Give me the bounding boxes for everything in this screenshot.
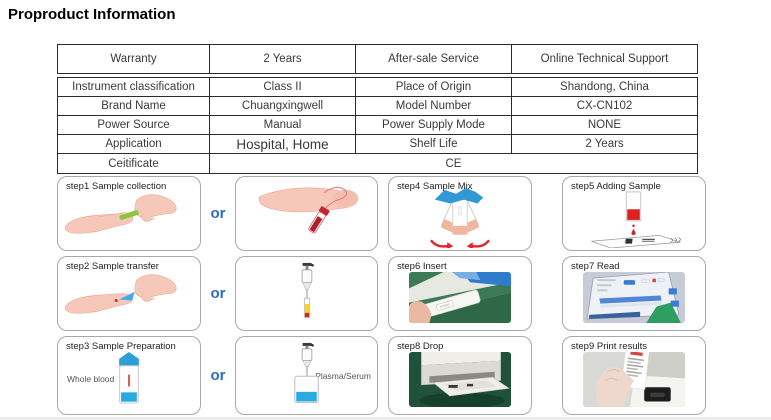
step1-card: step1 Sample collection [57, 176, 201, 251]
arm-blood-tube-icon [258, 186, 359, 234]
table-row: Ceitificate CE [58, 154, 697, 173]
plasma-serum-label: Plasma/Serum [315, 370, 371, 381]
spec-label: Power Source [58, 116, 210, 134]
or-label: or [210, 367, 226, 384]
steps-row-1: step1 Sample collection or [57, 176, 709, 251]
whole-blood-tube-icon [119, 351, 139, 404]
spec-value: Hospital, Home [210, 135, 356, 153]
table-row: Power Source Manual Power Supply Mode NO… [58, 116, 697, 135]
hands-lancet-icon [64, 194, 177, 234]
step9-card: step9 Print results [562, 336, 706, 415]
step2-card: step2 Sample transfer [57, 256, 201, 331]
spec-label: Place of Origin [356, 78, 512, 96]
or-label: or [210, 285, 226, 302]
step9-label: step9 Print results [571, 341, 648, 352]
step6-label: step6 Insert [397, 261, 447, 272]
step3-label: step3 Sample Preparation [66, 341, 176, 352]
spec-value: 2 Years [210, 45, 356, 73]
spec-label: Ceitificate [58, 154, 210, 173]
step5-card: step5 Adding Sample [562, 176, 706, 251]
step5-label: step5 Adding Sample [571, 181, 661, 192]
drop-sample-icon [591, 191, 681, 248]
table-row: Warranty 2 Years After-sale Service Onli… [57, 44, 698, 74]
spec-value: 2 Years [585, 138, 624, 150]
page-bottom-edge [0, 417, 771, 420]
step6-card: step6 Insert [388, 256, 532, 331]
spec-table-body: Instrument classification Class II Place… [57, 77, 698, 174]
table-row: Brand Name Chuangxingwell Model Number C… [58, 97, 697, 116]
table-row: Application Hospital, Home Shelf Life 2 … [58, 135, 697, 154]
spec-value: CX-CN102 [576, 100, 633, 112]
insert-cassette-photo [409, 272, 511, 323]
spec-value: Online Technical Support [540, 53, 669, 65]
spec-label: After-sale Service [356, 45, 512, 73]
spec-value: Class II [210, 78, 356, 96]
spec-label: Warranty [58, 45, 210, 73]
steps-row-2: step2 Sample transfer or [57, 256, 709, 331]
step8-card: step8 Drop [388, 336, 532, 415]
step4-card: step4 Sample Mix [388, 176, 532, 251]
step1-label: step1 Sample collection [66, 181, 167, 192]
plasma-serum-card: Plasma/Serum [235, 336, 378, 415]
step8-label: step8 Drop [397, 341, 444, 352]
spec-value: NONE [587, 119, 622, 131]
page-title: Proproduct Information [8, 6, 176, 23]
step4-label: step4 Sample Mix [397, 181, 473, 192]
spec-value: Manual [210, 116, 356, 134]
spec-label: Application [58, 135, 210, 153]
drop-device-photo [409, 352, 511, 407]
print-results-photo [583, 352, 685, 407]
pipette-container-icon [294, 342, 319, 404]
spec-value: CE [445, 157, 462, 170]
venous-blood-card [235, 176, 378, 251]
spec-value: Shandong, China [560, 81, 649, 93]
spec-value: Chuangxingwell [210, 97, 356, 115]
usage-steps: step1 Sample collection or [57, 176, 709, 415]
spec-table: Warranty 2 Years After-sale Service Onli… [57, 44, 698, 174]
step7-label: step7 Read [571, 261, 620, 272]
spec-label: Model Number [356, 97, 512, 115]
pipette-icon [301, 262, 315, 319]
pipette-card [235, 256, 378, 331]
table-row: Instrument classification Class II Place… [58, 78, 697, 97]
spec-label: Brand Name [58, 97, 210, 115]
whole-blood-label: Whole blood [67, 373, 115, 384]
step7-card: step7 Read [562, 256, 706, 331]
mix-cassettes-icon [430, 188, 490, 248]
read-screen-photo [583, 272, 685, 323]
hands-capillary-icon [64, 274, 177, 314]
spec-label: Shelf Life [356, 135, 512, 153]
spec-label: Power Supply Mode [356, 116, 512, 134]
step3-card: step3 Sample Preparation Whole blood [57, 336, 201, 415]
step2-label: step2 Sample transfer [66, 261, 159, 272]
steps-row-3: step3 Sample Preparation Whole blood or … [57, 336, 709, 415]
or-label: or [210, 205, 226, 222]
spec-label: Instrument classification [58, 78, 210, 96]
